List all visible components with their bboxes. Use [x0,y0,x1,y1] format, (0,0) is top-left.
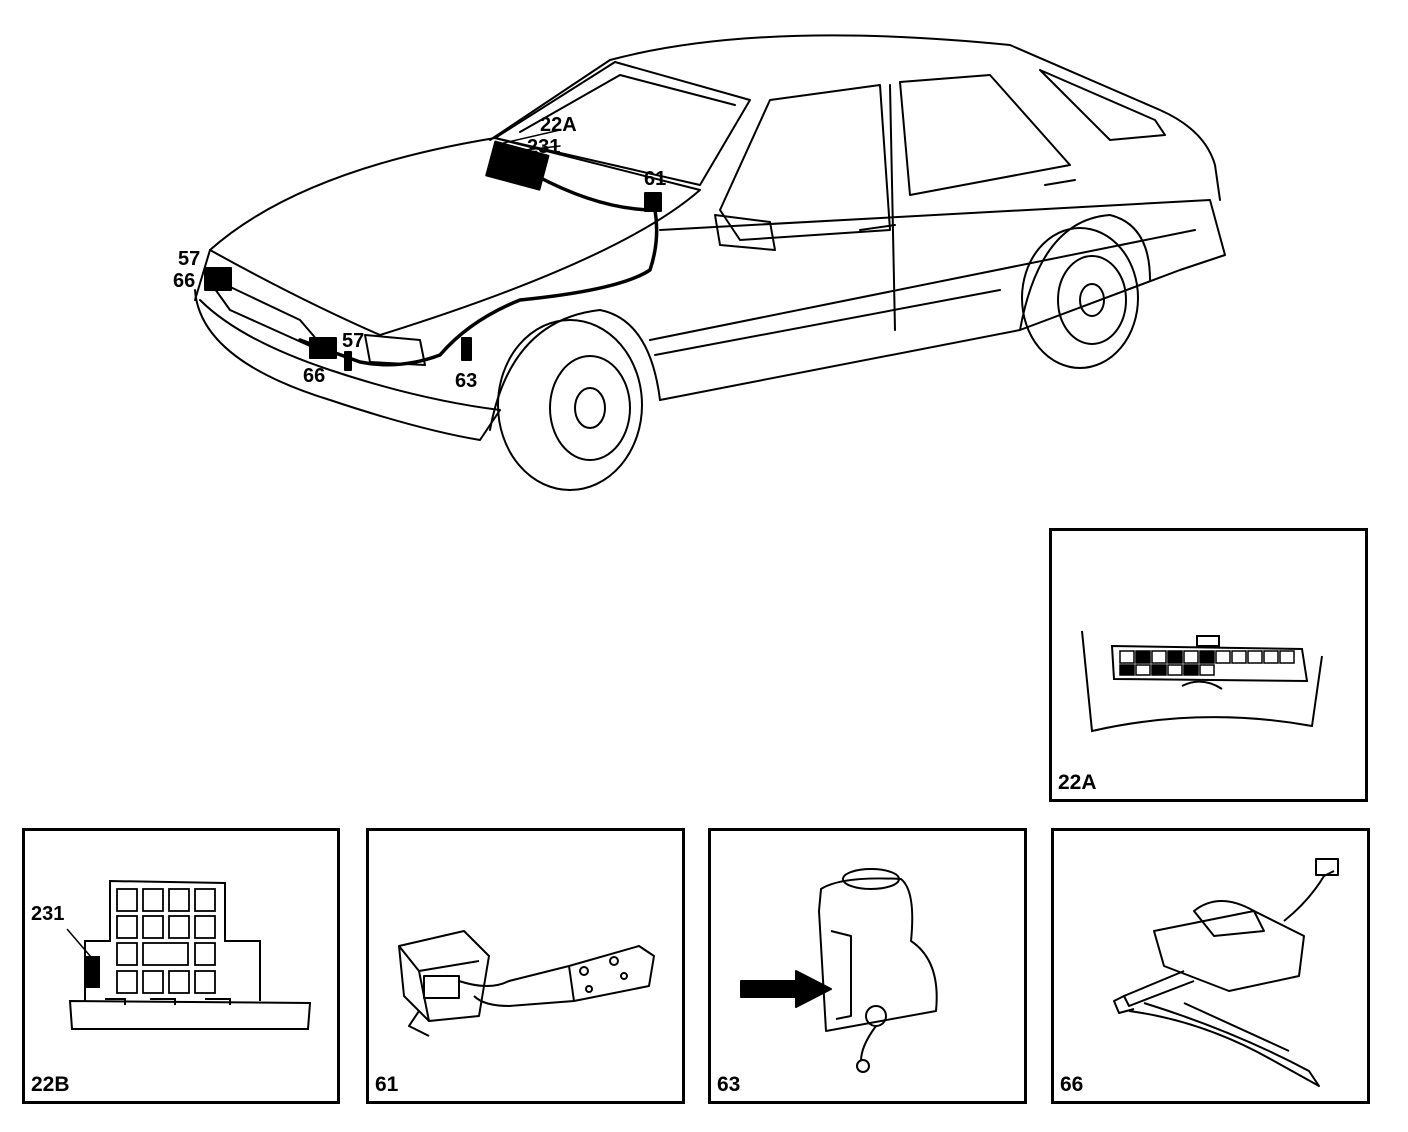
panel-22b-label: 22B [31,1073,70,1096]
leader-22a [494,129,561,146]
car-rear-hub [1057,255,1127,345]
car-door-handle-rear [1044,179,1076,186]
callout-63: 63 [455,370,478,392]
motor-component-mid [309,337,337,359]
switch-lever-illustration [398,930,655,1037]
pointer-arrow [740,970,832,1008]
relay-231-marker [86,956,100,988]
car-door-line [649,229,1196,341]
wiper-motor-illustration [1113,858,1339,1087]
car-b-pillar [889,84,896,331]
panel-22b-callout-231: 231 [31,903,65,925]
wiring-harness [298,173,659,367]
callout-66-left: 66 [173,270,196,292]
panel-61: 61 [366,828,685,1104]
leader-231 [524,145,561,151]
callout-231: 231 [527,136,561,158]
fuse-row [1119,650,1295,676]
car-side-mirror [714,214,776,251]
car-illustration [194,34,1226,491]
callout-66-mid: 66 [303,365,326,387]
callout-57-mid: 57 [342,330,365,352]
car-hood [209,137,701,336]
motor-component-left [204,267,232,291]
panel-63-label: 63 [717,1073,741,1096]
connector-component-57 [344,351,352,371]
car-front-wheel [497,319,643,491]
panel-22b: 231 22B [22,828,340,1104]
relay-box-illustration [66,879,312,1030]
car-windshield-inner [519,74,736,133]
car-rear-wheel-arch [1019,214,1151,331]
panel-61-label: 61 [375,1073,399,1096]
car-front-wheel-arch [489,309,661,431]
car-front-hub [549,355,631,461]
car-front-hub-inner [574,387,606,429]
panel-66: 66 [1051,828,1370,1104]
car-door-handle-front [859,224,896,231]
fuse-box-component [485,140,550,191]
car-roof-outline [489,34,1221,201]
car-side-front-window [719,84,891,241]
callout-61: 61 [644,168,667,190]
car-headlight [364,334,426,366]
panel-66-label: 66 [1060,1073,1084,1096]
washer-reservoir-illustration [740,868,938,1073]
callout-57-left: 57 [178,248,201,270]
fuse-panel-illustration [1081,630,1323,733]
pump-component-63 [461,337,472,361]
car-side-rear-window [899,74,1071,196]
relay-grid [116,888,216,994]
car-front-fascia [194,249,211,301]
car-rear-wheel [1021,227,1139,369]
panel-63: 63 [708,828,1027,1104]
panel-22a-label: 22A [1058,771,1097,794]
switch-component-61 [644,192,662,212]
callout-22a: 22A [540,114,577,136]
car-windshield [494,61,751,186]
car-rear-window [1039,69,1166,141]
car-side-body [659,199,1226,401]
panel-22a: 22A [1049,528,1368,802]
car-door-line-2 [654,289,1001,356]
car-rear-hub-inner [1079,283,1105,317]
